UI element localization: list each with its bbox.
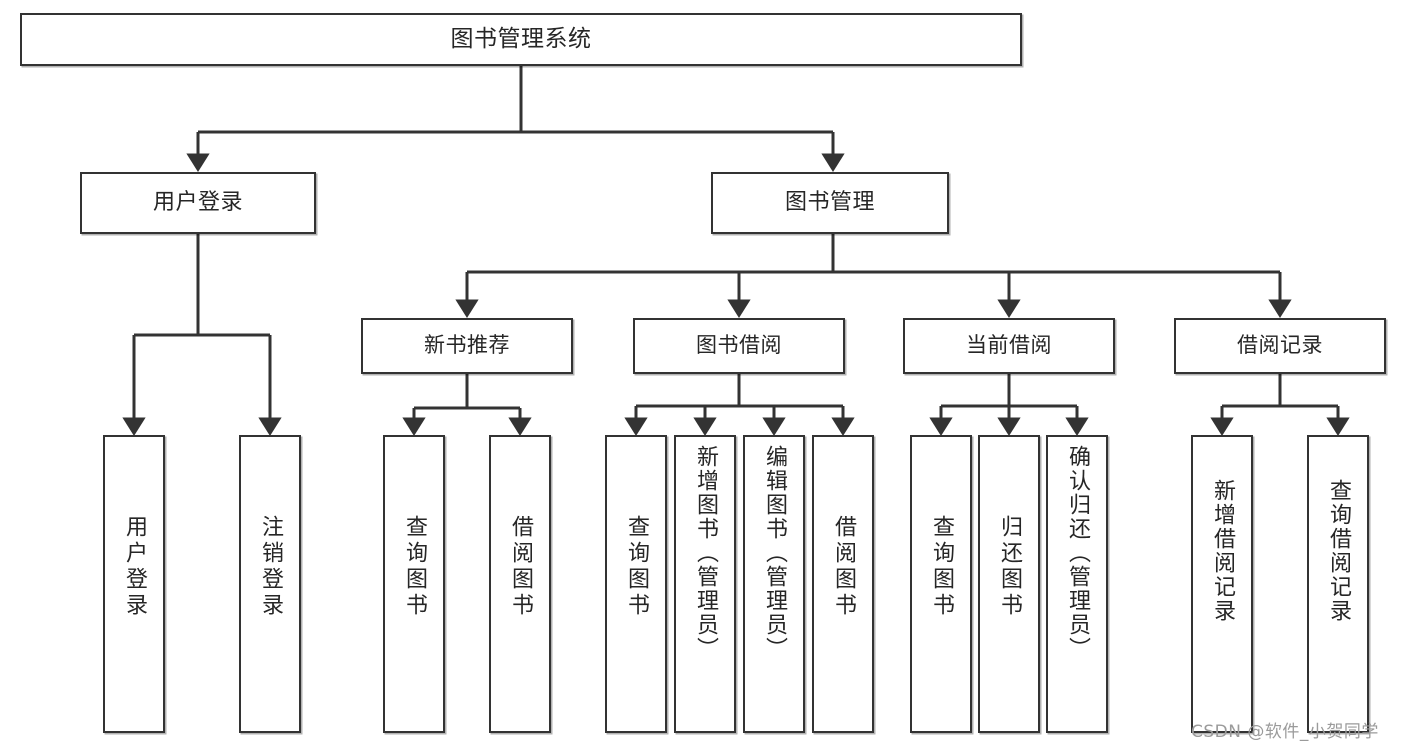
node-leaf-record-add-record[interactable]: 新增借阅记录	[1191, 435, 1253, 733]
node-root-system[interactable]: 图书管理系统	[20, 13, 1022, 66]
node-leaf-recommend-query-book-label: 查询图书	[402, 515, 427, 619]
node-leaf-borrow-add-book-admin[interactable]: 新增图书（管理员）	[674, 435, 736, 733]
node-leaf-user-login-logout-label: 注销登录	[258, 515, 283, 619]
node-new-book-recommend-label: 新书推荐	[424, 333, 510, 358]
node-leaf-user-login-login[interactable]: 用户登录	[103, 435, 165, 733]
node-book-borrow-label: 图书借阅	[696, 333, 782, 358]
node-leaf-borrow-borrow-book[interactable]: 借阅图书	[812, 435, 874, 733]
node-leaf-current-query-book[interactable]: 查询图书	[910, 435, 972, 733]
node-leaf-current-return-book-label: 归还图书	[997, 515, 1022, 619]
node-leaf-borrow-edit-book-admin[interactable]: 编辑图书（管理员）	[743, 435, 805, 733]
node-current-borrow-label: 当前借阅	[966, 333, 1052, 358]
node-leaf-current-return-book[interactable]: 归还图书	[978, 435, 1040, 733]
node-borrow-record[interactable]: 借阅记录	[1174, 318, 1386, 374]
node-leaf-recommend-borrow-book[interactable]: 借阅图书	[489, 435, 551, 733]
node-leaf-borrow-borrow-book-label: 借阅图书	[831, 515, 856, 619]
node-leaf-record-query-record-label: 查询借阅记录	[1326, 479, 1351, 623]
node-leaf-borrow-edit-book-admin-label: 编辑图书（管理员）	[762, 445, 787, 661]
node-leaf-record-add-record-label: 新增借阅记录	[1210, 479, 1235, 623]
node-borrow-record-label: 借阅记录	[1237, 333, 1323, 358]
node-book-borrow[interactable]: 图书借阅	[633, 318, 845, 374]
node-leaf-recommend-query-book[interactable]: 查询图书	[383, 435, 445, 733]
node-leaf-record-query-record[interactable]: 查询借阅记录	[1307, 435, 1369, 733]
node-user-login-label: 用户登录	[152, 189, 243, 215]
node-leaf-borrow-query-book[interactable]: 查询图书	[605, 435, 667, 733]
node-leaf-borrow-query-book-label: 查询图书	[624, 515, 649, 619]
node-new-book-recommend[interactable]: 新书推荐	[361, 318, 573, 374]
node-leaf-user-login-logout[interactable]: 注销登录	[239, 435, 301, 733]
csdn-watermark: CSDN @软件_小贺同学	[1191, 722, 1379, 742]
node-leaf-recommend-borrow-book-label: 借阅图书	[508, 515, 533, 619]
node-user-login[interactable]: 用户登录	[80, 172, 316, 234]
node-leaf-borrow-add-book-admin-label: 新增图书（管理员）	[693, 445, 718, 661]
node-leaf-current-confirm-return-admin-label: 确认归还（管理员）	[1065, 445, 1090, 661]
node-book-management[interactable]: 图书管理	[711, 172, 949, 234]
node-root-system-label: 图书管理系统	[450, 25, 592, 52]
node-leaf-user-login-login-label: 用户登录	[122, 515, 147, 619]
node-current-borrow[interactable]: 当前借阅	[903, 318, 1115, 374]
node-leaf-current-confirm-return-admin[interactable]: 确认归还（管理员）	[1046, 435, 1108, 733]
node-book-management-label: 图书管理	[784, 189, 875, 215]
node-leaf-current-query-book-label: 查询图书	[929, 515, 954, 619]
